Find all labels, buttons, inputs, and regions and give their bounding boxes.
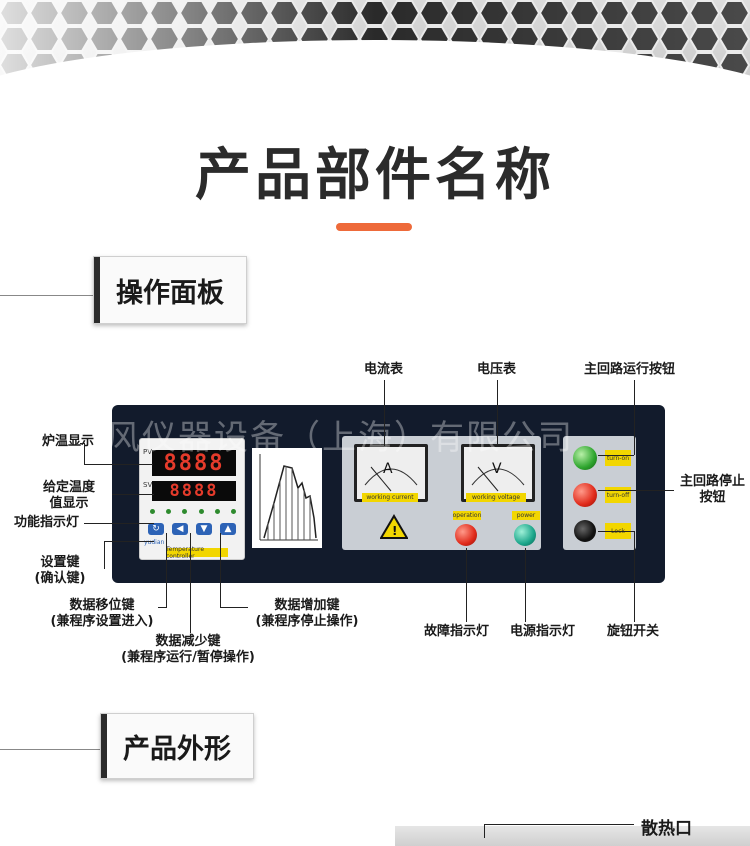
callout-shift-key-line1: 数据移位键 <box>69 598 135 613</box>
program-curve <box>259 454 318 541</box>
watermark: 淮风仪器设备（上海）有限公司 <box>70 418 574 458</box>
callout-set-key: 设置键 (确认键) <box>16 555 104 587</box>
sv-display: 8888 <box>152 481 236 501</box>
callout-main-stop-line1: 主回路停止 <box>679 474 745 489</box>
callout-main-run: 主回路运行按钮 <box>584 362 676 377</box>
function-indicators <box>150 509 236 515</box>
product-photo <box>395 826 750 846</box>
ammeter-tag: working current <box>362 493 418 502</box>
sv-tag: SV <box>143 481 153 489</box>
leader-line <box>634 380 635 455</box>
leader-line <box>84 464 153 465</box>
callout-power-lamp: 电源指示灯 <box>510 624 576 639</box>
ammeter-unit: A <box>383 461 393 477</box>
callout-increase-key: 数据增加键 (兼程序停止操作) <box>248 598 366 630</box>
pv-display: 8888 <box>152 450 236 476</box>
fault-tag: operation <box>452 511 482 520</box>
callout-main-stop: 主回路停止 按钮 <box>675 474 750 506</box>
program-graph <box>252 448 322 548</box>
callout-set-key-line2: (确认键) <box>34 571 86 586</box>
leader-line <box>166 533 167 608</box>
voltmeter-unit: V <box>492 461 502 477</box>
section-heading-shape: 产品外形 <box>100 713 254 779</box>
run-button[interactable] <box>573 446 597 470</box>
leader-line <box>634 531 635 622</box>
section-line <box>0 295 96 296</box>
callout-vent: 散热口 <box>641 819 692 839</box>
voltmeter-scale <box>471 466 525 492</box>
leader-line <box>84 443 85 464</box>
leader-line <box>220 533 221 608</box>
section-heading-shape-label: 产品外形 <box>123 733 231 765</box>
title-accent-bar <box>336 223 412 231</box>
callout-fault-lamp: 故障指示灯 <box>424 624 490 639</box>
ammeter-scale <box>364 466 418 492</box>
page-title: 产品部件名称 <box>195 143 555 208</box>
knob-switch[interactable] <box>574 520 596 542</box>
stop-button[interactable] <box>573 483 597 507</box>
indicator-lamp <box>182 509 188 514</box>
indicator-lamp <box>150 509 155 514</box>
leader-line <box>80 443 84 444</box>
callout-furnace-temp: 炉温显示 <box>42 434 95 449</box>
power-tag: power <box>512 511 540 520</box>
leader-line <box>525 548 526 622</box>
leader-line <box>112 494 154 495</box>
leader-line <box>384 380 385 446</box>
callout-ammeter: 电流表 <box>364 362 404 377</box>
decrease-key[interactable]: ▼ <box>196 523 212 535</box>
callout-increase-key-line2: (兼程序停止操作) <box>255 614 359 629</box>
callout-function-lamp: 功能指示灯 <box>14 515 80 530</box>
temperature-controller: PV 8888 SV 8888 ↻ ◀ ▼ ▲ yudian <box>139 438 245 560</box>
voltmeter-tag: working voltage <box>466 493 526 502</box>
callout-shift-key: 数据移位键 (兼程序设置进入) <box>46 598 158 630</box>
brand-label: yudian <box>144 539 165 546</box>
pv-tag: PV <box>143 448 153 456</box>
leader-line <box>104 541 105 569</box>
hero-banner <box>0 0 750 112</box>
callout-decrease-key-line1: 数据减少键 <box>155 634 221 649</box>
section-heading-panel: 操作面板 <box>93 256 247 324</box>
callout-voltmeter: 电压表 <box>477 362 517 377</box>
leader-line <box>158 607 166 608</box>
indicator-lamp <box>198 509 204 514</box>
controller-caption: Temperature controller <box>166 546 228 560</box>
callout-decrease-key: 数据减少键 (兼程序运行/暂停操作) <box>120 634 256 666</box>
set-key[interactable]: ↻ <box>148 523 164 535</box>
callout-increase-key-line1: 数据增加键 <box>274 598 340 613</box>
fault-lamp <box>455 524 477 546</box>
callout-knob-switch: 旋钮开关 <box>607 624 660 639</box>
leader-line <box>484 824 485 838</box>
section-line <box>0 749 103 750</box>
increase-key[interactable]: ▲ <box>220 523 236 535</box>
shift-key[interactable]: ◀ <box>172 523 188 535</box>
leader-line <box>220 607 248 608</box>
indicator-lamp <box>230 509 236 514</box>
indicator-lamp <box>214 509 220 514</box>
callout-main-stop-line2: 按钮 <box>699 490 726 505</box>
leader-line <box>466 548 467 622</box>
callout-setpoint: 给定温度 值显示 <box>26 480 112 512</box>
callout-set-key-line1: 设置键 <box>40 555 80 570</box>
leader-line <box>190 533 191 633</box>
callout-shift-key-line2: (兼程序设置进入) <box>50 614 154 629</box>
turn-on-label: turn-on <box>605 450 631 466</box>
leader-line <box>598 455 634 456</box>
warning-icon: ! <box>380 514 408 539</box>
leader-line <box>497 380 498 446</box>
leader-line <box>104 541 154 542</box>
leader-line <box>484 824 634 825</box>
leader-line <box>84 523 154 524</box>
leader-line <box>598 490 674 491</box>
section-heading-panel-label: 操作面板 <box>116 277 224 309</box>
svg-text:!: ! <box>392 524 397 538</box>
callout-setpoint-line1: 给定温度 <box>42 480 95 495</box>
power-lamp <box>514 524 536 546</box>
indicator-lamp <box>166 509 172 514</box>
callout-setpoint-line2: 值显示 <box>49 496 89 511</box>
callout-decrease-key-line2: (兼程序运行/暂停操作) <box>121 650 255 665</box>
leader-line <box>598 531 634 532</box>
turn-off-label: turn-off <box>605 487 631 503</box>
